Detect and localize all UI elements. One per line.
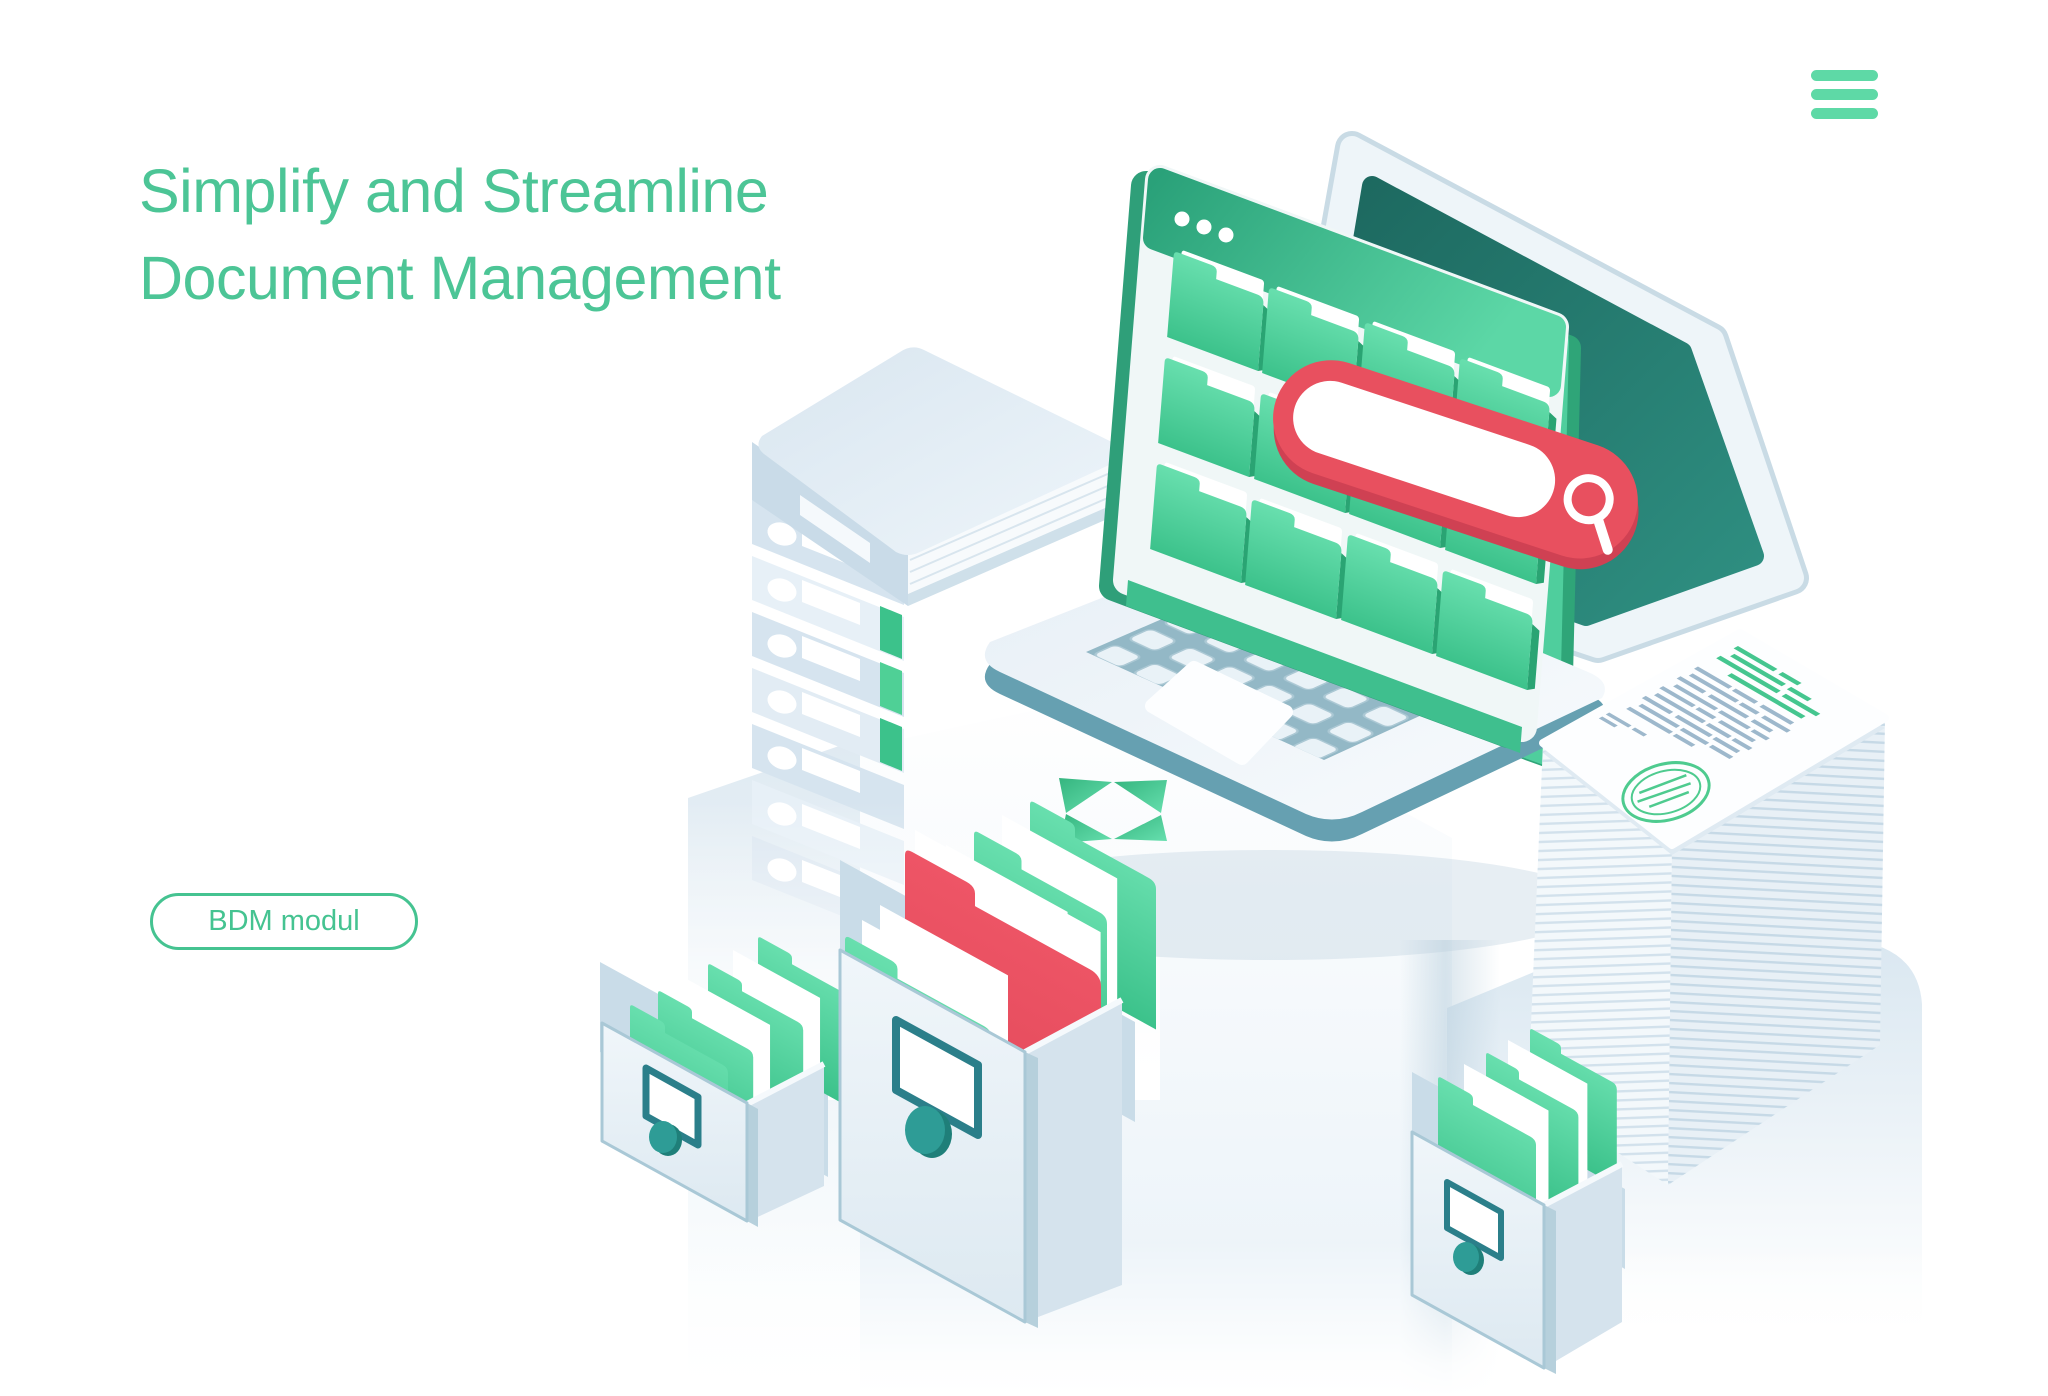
drawer-label	[1444, 1179, 1504, 1261]
trackpad	[1145, 661, 1293, 765]
page-title: Simplify and Streamline Document Managem…	[139, 148, 781, 322]
browser-dots-icon	[1174, 211, 1234, 243]
drawer-knob[interactable]	[905, 1106, 945, 1154]
search-icon	[1563, 474, 1614, 555]
hamburger-icon	[1811, 68, 1878, 120]
filing-drawer-left	[600, 936, 854, 1227]
document-stamp-icon	[1621, 761, 1711, 823]
filing-drawer-center	[838, 800, 1156, 1328]
bdm-module-button[interactable]: BDM modul	[150, 893, 418, 950]
filing-drawer-right	[1410, 1028, 1625, 1374]
search-bar	[1273, 360, 1639, 570]
top-book	[752, 347, 1128, 606]
drawer-knob[interactable]	[1453, 1242, 1479, 1272]
brand-logo-icon	[1059, 778, 1167, 843]
drawer-knob[interactable]	[649, 1121, 677, 1153]
search-input[interactable]	[1283, 371, 1564, 527]
menu-button[interactable]	[1803, 60, 1886, 128]
browser-header	[1143, 168, 1566, 397]
page-title-line1: Simplify and Streamline	[139, 157, 769, 225]
drawer-label	[892, 1016, 982, 1139]
page-title-line2: Document Management	[139, 244, 781, 312]
document-text	[1598, 645, 1821, 760]
drawer-label	[642, 1064, 702, 1149]
